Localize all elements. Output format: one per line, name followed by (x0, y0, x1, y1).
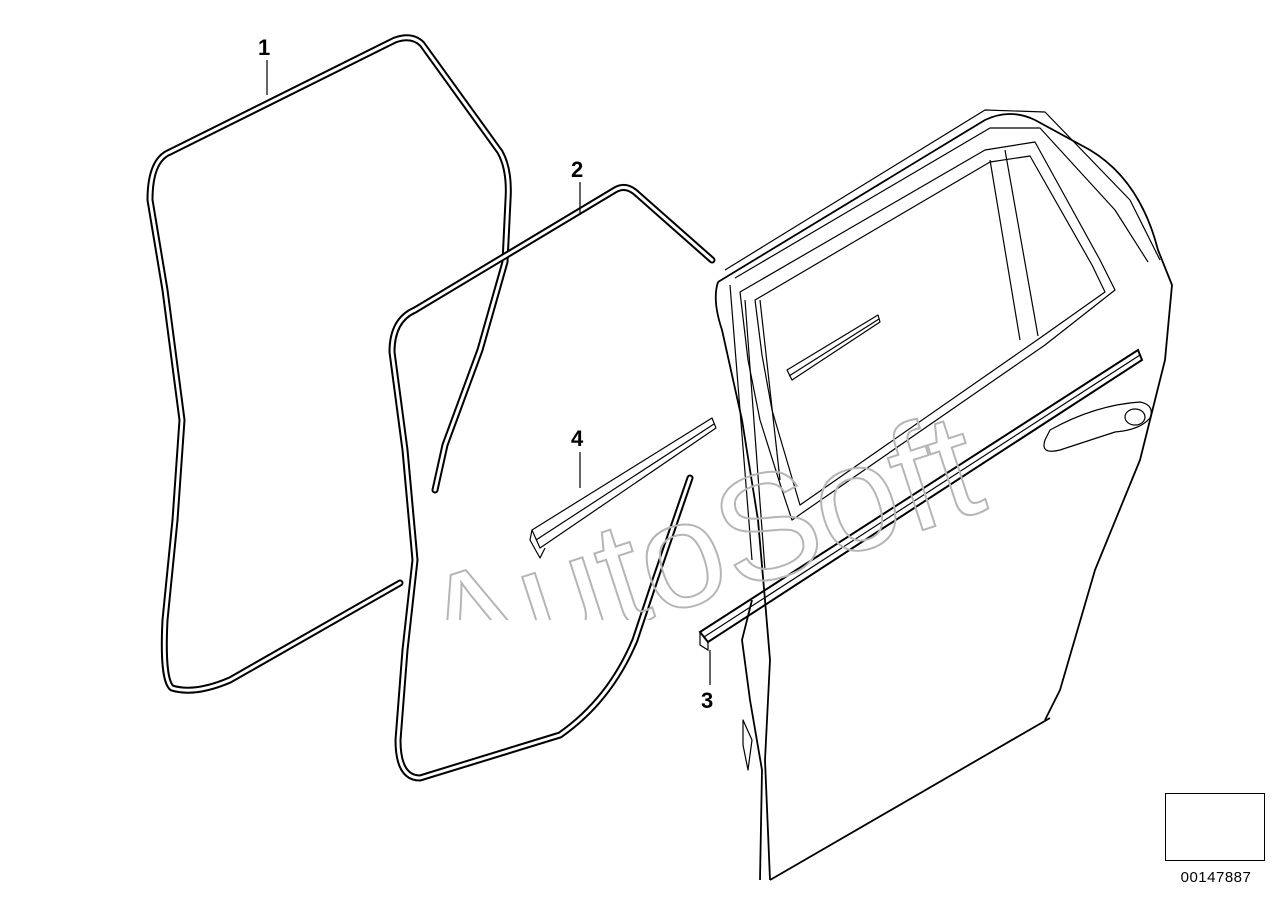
reference-number: 00147887 (1180, 869, 1252, 886)
callout-4[interactable]: 4 (571, 426, 584, 451)
callout-2[interactable]: 2 (571, 157, 584, 182)
rear-door-shell (714, 109, 1173, 881)
part-4-inner-window-strip[interactable] (529, 314, 881, 559)
callout-1[interactable]: 1 (258, 35, 271, 60)
callout-3[interactable]: 3 (701, 688, 714, 713)
reference-badge (1165, 793, 1265, 861)
part-1-door-seal[interactable] (146, 34, 512, 694)
part-3-outer-window-strip[interactable] (698, 348, 1144, 652)
part-2-inner-seal[interactable] (388, 183, 716, 782)
